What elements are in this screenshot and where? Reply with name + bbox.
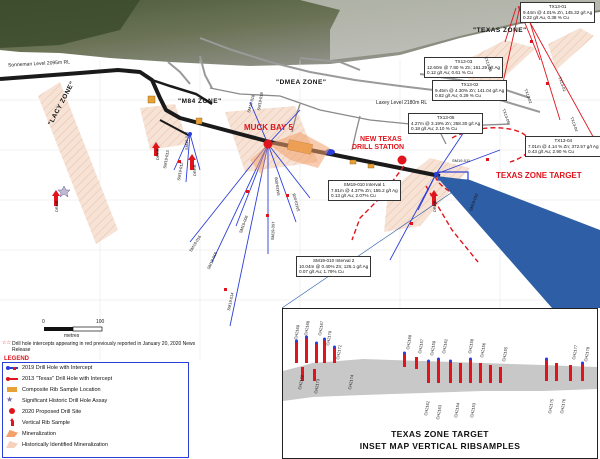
new-texas-label-line2: DRILL STATION: [352, 144, 405, 151]
inset-rib-sample-tops: [295, 335, 584, 365]
callout-title: SM19-010 Interval 2: [312, 258, 355, 263]
hole-label: DRHR: [192, 164, 197, 176]
zone-label-dmea: "DMEA ZONE": [276, 79, 327, 86]
inset-title-line2: INSET MAP VERTICAL RIBSAMPLES: [359, 441, 521, 451]
inset-map: CH2169 CH2168 CH2167 CH2170 CH2172 CH217…: [282, 308, 598, 459]
callout-title: TX13-04: [554, 138, 573, 143]
callout-line: 0.43 g/t Au; 2.90 % Cu: [528, 149, 574, 155]
legend-item: Significant Historic Drill Hole Assay: [22, 398, 108, 404]
callout-line: 0.07 g/t Au; 1.79% Cu: [299, 269, 344, 275]
inset-pointer-panel: [436, 176, 600, 308]
callout-line: 0.18 g/t Au; 2.10 % Cu: [411, 126, 457, 132]
callout-tx13-05: TX13-05 4.27m @ 3.19% Zn; 258.30 g/t Ag …: [408, 113, 484, 135]
legend-drill-site-icon: [6, 408, 18, 414]
hole-label: SM19-011: [452, 158, 471, 163]
legend-rib-sample-icon: [6, 418, 18, 426]
sonneman-drift: [0, 68, 441, 178]
texas-target-label: TEXAS ZONE TARGET: [496, 171, 582, 180]
callout-sm19-010-interval2: SM19-010 Interval 2 10.04m @ 0.40% Zn; 1…: [296, 256, 372, 278]
m84-crosscut: [159, 119, 191, 137]
inset-title-line1: TEXAS ZONE TARGET: [391, 429, 489, 439]
callout-title: TX13-02: [460, 82, 479, 87]
callout-tx13-04: TX13-04 7.01m @ 4.14 % Zn; 372.57 g/t Ag…: [525, 136, 600, 158]
legend-frame: [2, 362, 189, 458]
legend: LEGEND 2019 Drill Hole with Intercept 20…: [2, 356, 189, 458]
sonneman-branch: [151, 78, 213, 106]
hole-label: DRHR: [155, 148, 160, 160]
legend-2013-hole-icon: [6, 376, 18, 382]
callout-line: 7.01m @ 4.14 % Zn; 372.57 g/t Ag: [528, 143, 599, 149]
legend-item: Mineralization: [22, 431, 56, 437]
callout-line: 0.22 g/t Au, 0.38 % Cu: [523, 15, 569, 21]
callout-title: TX13-05: [436, 115, 455, 120]
legend-item: Composite Rib Sample Location: [22, 387, 101, 393]
callout-line: 12.60m @ 7.80 % Zn; 161.29 g/t Ag: [427, 64, 501, 70]
legend-composite-icon: [6, 387, 18, 393]
drill-holes-2019: [173, 101, 501, 327]
legend-item: 2019 Drill Hole with Intercept: [22, 365, 93, 371]
mineralization-dmea: [250, 144, 268, 176]
scale-zero: 0: [42, 319, 45, 325]
scale-bar-graphic: [44, 326, 103, 332]
historic-mineralization-m84: [140, 104, 188, 150]
callout-tx13-02: TX13-02 9.45m @ 4.30% Zn; 141.04 g/t Ag …: [432, 80, 508, 102]
level-label-laxey: Laxey Level 2180m RL: [376, 100, 428, 106]
callout-line: 9.45m @ 4.30% Zn; 141.04 g/t Ag: [435, 87, 505, 93]
zone-label-m84: "M84 ZONE": [178, 98, 222, 105]
legend-historic-icon: [6, 441, 18, 448]
callout-line: 0.82 g/t Au; 0.29 % Cu: [435, 93, 481, 99]
scale-max: 100: [96, 319, 105, 325]
legend-mineralization-icon: [6, 430, 18, 437]
callout-tx13-03: TX13-03 12.60m @ 7.80 % Zn; 161.29 g/t A…: [424, 57, 504, 79]
vertical-rib-markers: [52, 142, 438, 206]
legend-star-icon: ★: [6, 395, 14, 404]
inset-graphics: [283, 335, 597, 401]
callout-line: 9.44m @ 4.01% Zn, 145.32 g/t Ag: [523, 9, 593, 15]
inset-rib-samples: [295, 337, 584, 383]
scale-unit: metres: [64, 333, 80, 339]
historic-assay-star: [57, 185, 71, 198]
callout-line: 4.27m @ 3.19% Zn; 258.30 g/t Ag: [411, 120, 481, 126]
historic-mineralization-texas-2: [548, 28, 594, 70]
callout-title: TX13-01: [548, 4, 567, 9]
historic-mineralization-texas-3: [384, 158, 470, 232]
historic-mineralization-lacy: [38, 82, 118, 244]
proposed-drill-site-new-texas: [397, 155, 407, 165]
muck-bay-label: MUCK BAY 5: [244, 123, 293, 132]
terrain-dark: [0, 0, 140, 48]
callout-title: TX13-03: [454, 59, 473, 64]
new-texas-label-line1: NEW TEXAS: [360, 136, 402, 143]
callout-line: 0.12 g/t Au; 0.61 % Cu: [427, 70, 473, 76]
legend-item: Historically Identified Mineralization: [22, 442, 108, 448]
callout-line: 0.13 g/t Au; 2.07% Cu: [331, 193, 376, 199]
legend-item: 2020 Proposed Drill Site: [22, 409, 82, 415]
hole-label: DRHR: [432, 200, 437, 212]
callout-line: 7.81m @ 4.37% Zn; 155.2 g/t Ag: [331, 187, 398, 193]
callout-tx13-01: TX13-01 9.44m @ 4.01% Zn, 145.32 g/t Ag …: [520, 2, 596, 24]
legend-title: LEGEND: [4, 356, 30, 362]
zone-label-texas: "TEXAS ZONE": [473, 27, 527, 34]
hole-label: DRHR: [54, 200, 59, 212]
callout-sm19-010-interval1: SM19-010 Interval 1 7.81m @ 4.37% Zn; 15…: [328, 180, 401, 202]
intercept-note-icon: ☆☆: [2, 340, 11, 346]
hole-label: SM19-007: [270, 221, 276, 241]
hole-label: SM19-017: [184, 131, 189, 150]
callout-title: SM19-010 Interval 1: [343, 182, 386, 187]
callout-line: 10.04m @ 0.40% Zn; 125.1 g/t Ag: [299, 263, 369, 269]
intercept-note: Drill hole intercepts appearing in red p…: [12, 341, 196, 353]
legend-2019-hole-icon: [6, 365, 18, 371]
legend-item: Vertical Rib Sample: [22, 420, 70, 426]
proposed-drill-site-muck-bay: [263, 139, 273, 149]
legend-item: 2013 "Texas" Drill Hole with Intercept: [22, 376, 113, 382]
mineralization-muck-bay: [268, 132, 330, 168]
